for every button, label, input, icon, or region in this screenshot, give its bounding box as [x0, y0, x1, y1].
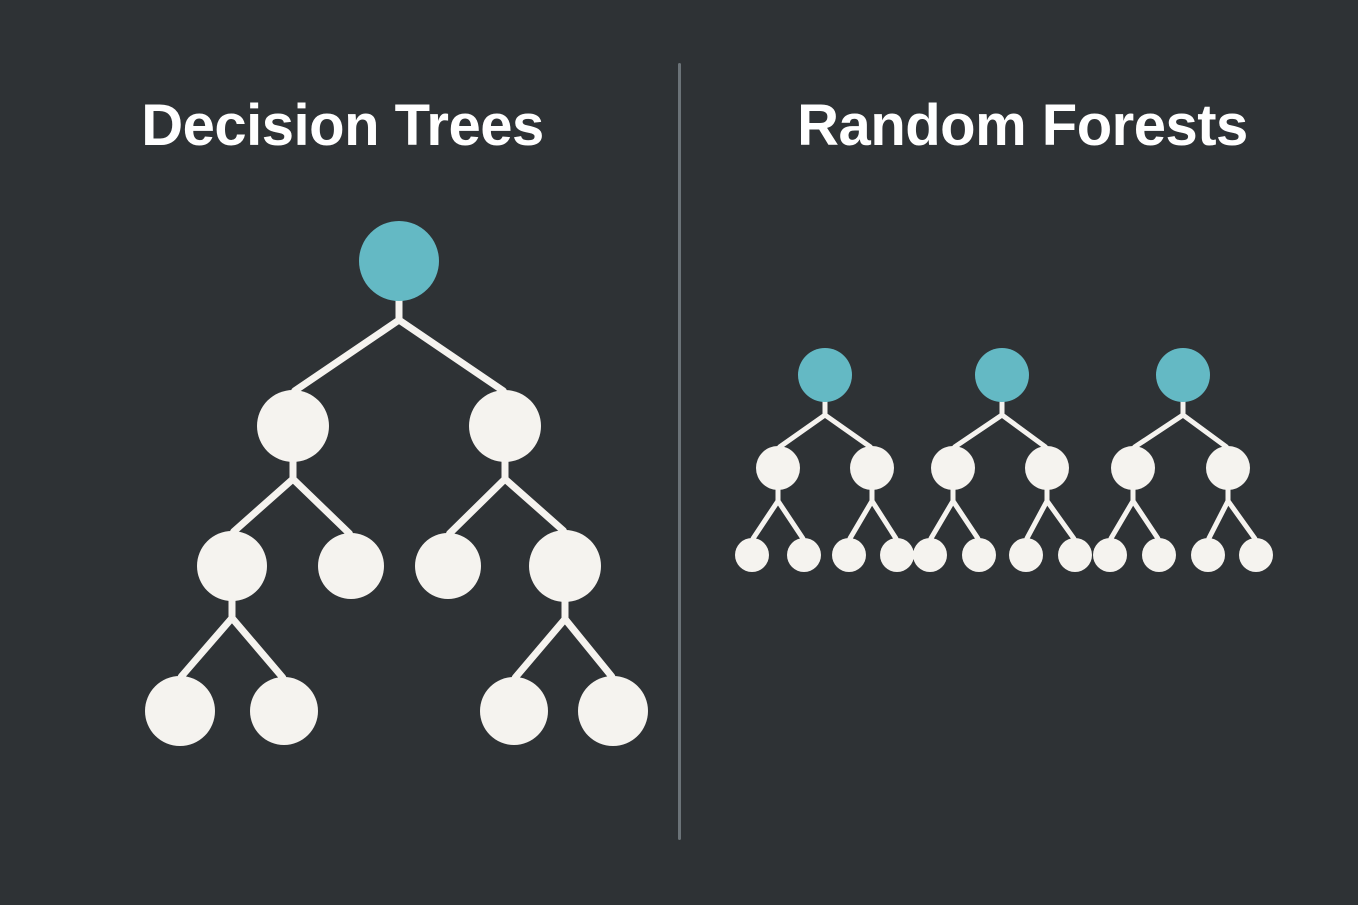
panel-title-decision-trees: Decision Trees [141, 93, 544, 158]
panel-divider [678, 63, 681, 840]
panel-decision-trees: Decision Trees [141, 93, 544, 158]
panel-title-random-forests: Random Forests [797, 93, 1248, 158]
panel-random-forests: Random Forests [679, 0, 1358, 905]
